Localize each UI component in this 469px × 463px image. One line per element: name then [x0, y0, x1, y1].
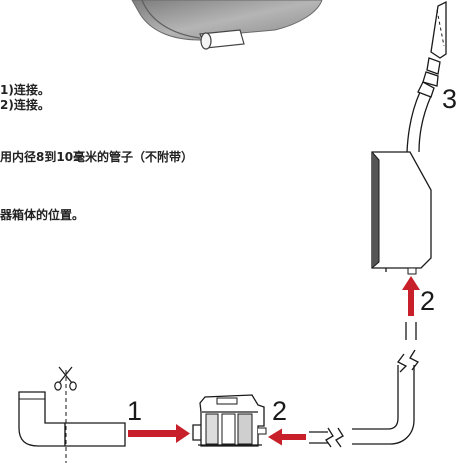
drain-hose — [309, 322, 419, 448]
outlet-tube — [406, 0, 447, 153]
instruction-line-1: 1)连接。 — [0, 83, 50, 97]
callout-step-3: 3 — [442, 84, 458, 114]
callout-step-2-bottom: 2 — [272, 396, 288, 426]
arrow-step-2-bottom — [268, 428, 306, 446]
arrow-step-1 — [128, 424, 190, 443]
arrow-step-2-right — [402, 276, 420, 316]
instruction-line-3: 用内径8到10毫米的管子（不附带） — [0, 150, 194, 164]
pump-reservoir — [371, 151, 432, 275]
instruction-line-2: 2)连接。 — [0, 98, 50, 112]
instruction-line-4: 器箱体的位置。 — [0, 208, 85, 222]
callout-step-2-right: 2 — [420, 286, 436, 316]
cut-elbow-pipe — [18, 370, 126, 463]
callout-step-1: 1 — [127, 396, 143, 426]
drain-fitting — [131, 0, 323, 50]
scissors-icon — [54, 366, 77, 391]
mini-pump — [192, 394, 267, 447]
